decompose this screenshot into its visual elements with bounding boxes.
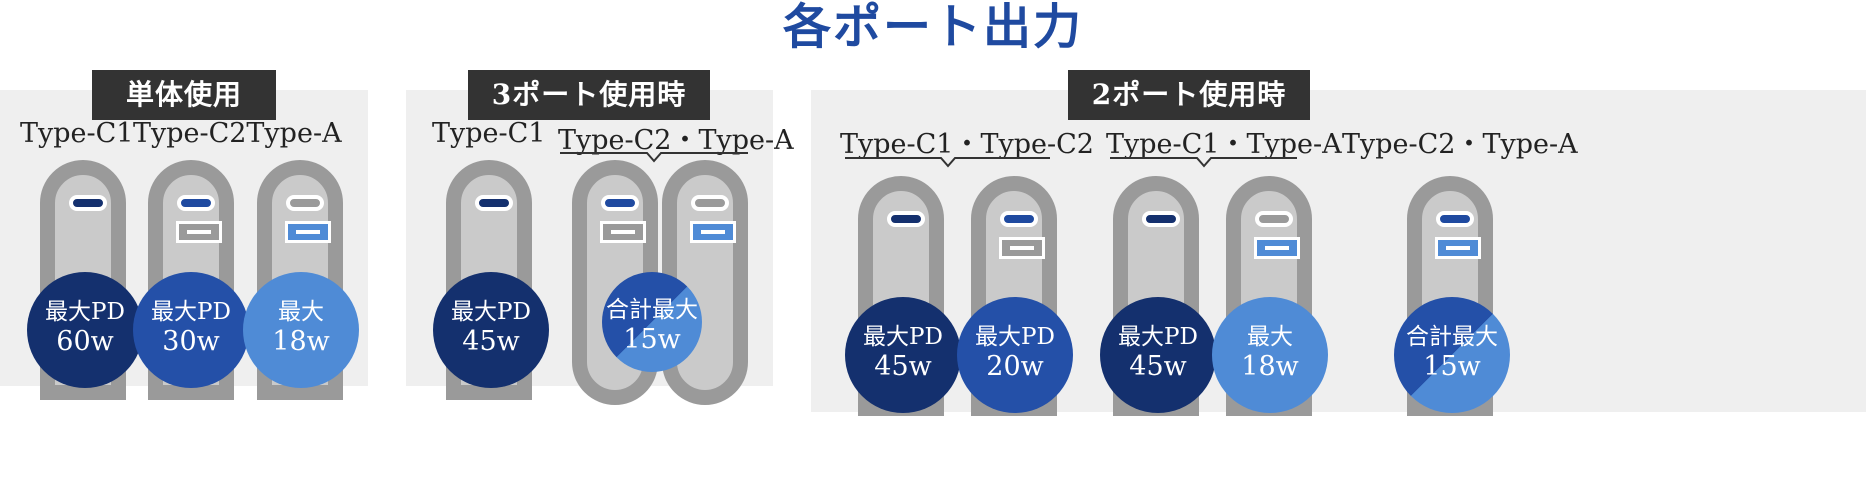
usb-a-port-icon xyxy=(999,237,1045,259)
usb-c-port-icon xyxy=(1436,211,1474,227)
usb-c-port-icon xyxy=(1142,211,1180,227)
output-badge-combined: 合計最大 15w xyxy=(1394,297,1510,413)
usb-c-port-icon xyxy=(177,195,215,211)
output-badge-type-a: 最大 18w xyxy=(243,272,359,388)
group-bracket xyxy=(560,152,748,163)
output-badge-type-c1: 最大PD 45w xyxy=(845,297,961,413)
port-label-type-c1-type-c2: Type-C1・Type-C2 xyxy=(840,129,1094,160)
usb-c-port-icon xyxy=(1255,211,1293,227)
output-badge-type-c1: 最大PD 45w xyxy=(1100,297,1216,413)
port-label-type-c2-type-a: Type-C2・Type-A xyxy=(1342,129,1578,160)
usb-a-port-icon xyxy=(285,221,331,243)
output-badge-type-c1: 最大PD 45w xyxy=(433,272,549,388)
output-badge-type-a: 最大 18w xyxy=(1212,297,1328,413)
usb-a-port-icon xyxy=(1435,237,1481,259)
usb-c-port-icon xyxy=(1000,211,1038,227)
usb-a-port-icon xyxy=(176,221,222,243)
usb-c-port-icon xyxy=(475,195,513,211)
group-bracket xyxy=(1110,157,1297,168)
port-label-type-c1: Type-C1 xyxy=(432,118,546,149)
usb-c-port-icon xyxy=(691,195,729,211)
usb-c-port-icon xyxy=(601,195,639,211)
panel-header-three-port: 3ポート使用時 xyxy=(468,70,710,120)
output-badge-combined: 合計最大 15w xyxy=(602,272,702,372)
port-label-type-c1: Type-C1 xyxy=(20,118,134,149)
usb-c-port-icon xyxy=(887,211,925,227)
output-badge-type-c1: 最大PD 60w xyxy=(27,272,143,388)
port-label-type-c2: Type-C2 xyxy=(133,118,247,149)
usb-a-port-icon xyxy=(600,221,646,243)
usb-a-port-icon xyxy=(690,221,736,243)
group-bracket xyxy=(845,157,1050,168)
port-label-type-c2-type-a: Type-C2・Type-A xyxy=(558,125,794,156)
usb-a-port-icon xyxy=(1254,237,1300,259)
usb-c-port-icon xyxy=(286,195,324,211)
port-label-type-a: Type-A xyxy=(246,118,342,149)
output-badge-type-c2: 最大PD 30w xyxy=(133,272,249,388)
port-label-type-c1-type-a: Type-C1・Type-A xyxy=(1106,129,1342,160)
page-title: 各ポート出力 xyxy=(782,0,1083,55)
panel-header-single-use: 単体使用 xyxy=(92,70,276,120)
panel-header-two-port: 2ポート使用時 xyxy=(1068,70,1310,120)
usb-c-port-icon xyxy=(69,195,107,211)
output-badge-type-c2: 最大PD 20w xyxy=(957,297,1073,413)
